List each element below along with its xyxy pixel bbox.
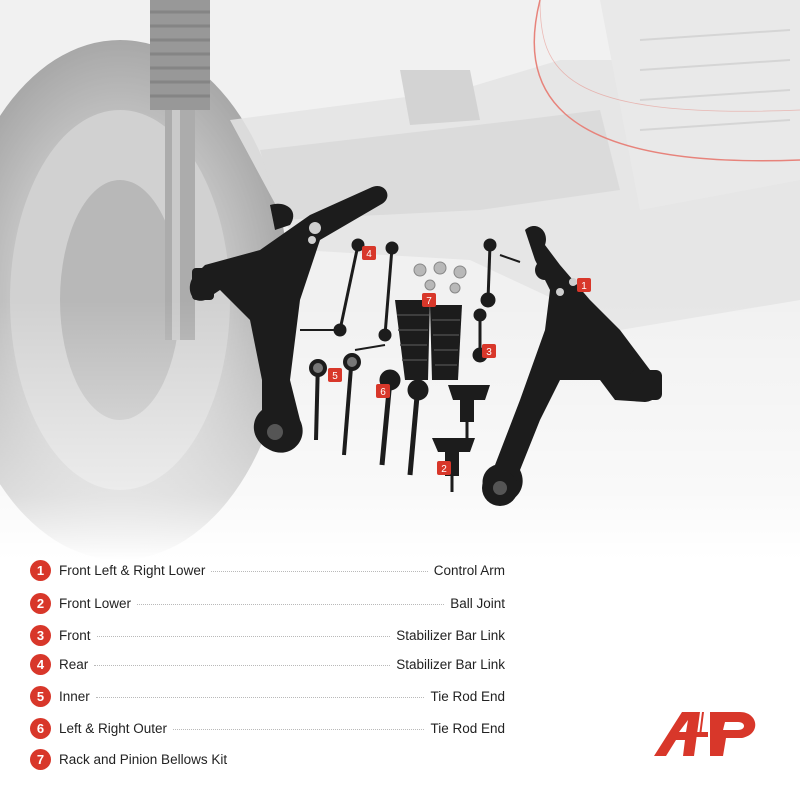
badge-2-text: 2 <box>441 464 447 475</box>
inner-tie-rods <box>309 353 361 456</box>
badge-7: 7 <box>422 293 436 307</box>
legend-row-4: 4 Rear Stabilizer Bar Link <box>30 652 505 676</box>
leader-dots <box>95 696 425 698</box>
legend-number-badge: 7 <box>30 748 51 770</box>
legend-row-6: 6 Left & Right Outer Tie Rod End <box>30 716 505 740</box>
leader-dots <box>94 664 391 666</box>
legend-part-name: Tie Rod End <box>430 688 505 704</box>
badge-1: 1 <box>577 278 591 292</box>
legend-part-position: Front Lower <box>59 595 132 611</box>
legend-part-name: Control Arm <box>433 562 505 578</box>
ball-joints <box>432 385 490 492</box>
legend-part-position: Left & Right Outer <box>59 720 168 736</box>
legend-part-position: Front Left & Right Lower <box>59 562 206 578</box>
leader-dots <box>137 603 445 605</box>
badge-4: 4 <box>362 246 376 260</box>
legend-row-2: 2 Front Lower Ball Joint <box>30 591 505 615</box>
legend-part-position: Rack and Pinion Bellows Kit <box>59 751 228 767</box>
badge-6-text: 6 <box>380 387 386 398</box>
part-badges: 1 2 3 4 5 6 7 <box>328 246 591 475</box>
legend-row-3: 3 Front Stabilizer Bar Link <box>30 623 505 647</box>
legend-number-badge: 2 <box>30 592 51 614</box>
badge-6: 6 <box>376 384 390 398</box>
right-control-arm <box>482 225 662 506</box>
legend-part-position: Front <box>59 627 91 643</box>
badge-5-text: 5 <box>332 371 338 382</box>
rear-stabilizer-links <box>300 238 399 351</box>
legend-number-badge: 4 <box>30 653 51 675</box>
legend-number-badge: 3 <box>30 624 51 646</box>
badge-7-text: 7 <box>426 296 432 307</box>
legend-part-position: Rear <box>59 656 89 672</box>
legend-row-7: 7 Rack and Pinion Bellows Kit <box>30 747 505 771</box>
legend-row-1: 1 Front Left & Right Lower Control Arm <box>30 558 505 582</box>
a-premium-logo <box>654 712 756 756</box>
front-stabilizer-links <box>472 238 521 363</box>
badge-4-text: 4 <box>366 249 372 260</box>
badge-1-text: 1 <box>581 281 587 292</box>
left-control-arm <box>189 185 388 453</box>
legend-number-badge: 1 <box>30 559 51 581</box>
leader-dots <box>211 570 428 572</box>
legend-part-name: Tie Rod End <box>430 720 505 736</box>
legend-part-name: Stabilizer Bar Link <box>396 656 505 672</box>
washers <box>413 261 467 294</box>
legend-part-position: Inner <box>59 688 90 704</box>
badge-3: 3 <box>482 344 496 358</box>
leader-dots <box>96 635 391 637</box>
legend-row-5: 5 Inner Tie Rod End <box>30 684 505 708</box>
badge-2: 2 <box>437 461 451 475</box>
badge-5: 5 <box>328 368 342 382</box>
legend-number-badge: 5 <box>30 685 51 707</box>
badge-3-text: 3 <box>486 347 492 358</box>
legend-part-name: Ball Joint <box>450 595 505 611</box>
bellows <box>395 300 462 380</box>
legend-part-name: Stabilizer Bar Link <box>396 627 505 643</box>
legend-number-badge: 6 <box>30 717 51 739</box>
suspension-kit-photo: 1 2 3 4 5 6 7 <box>0 0 800 560</box>
leader-dots <box>173 728 425 730</box>
